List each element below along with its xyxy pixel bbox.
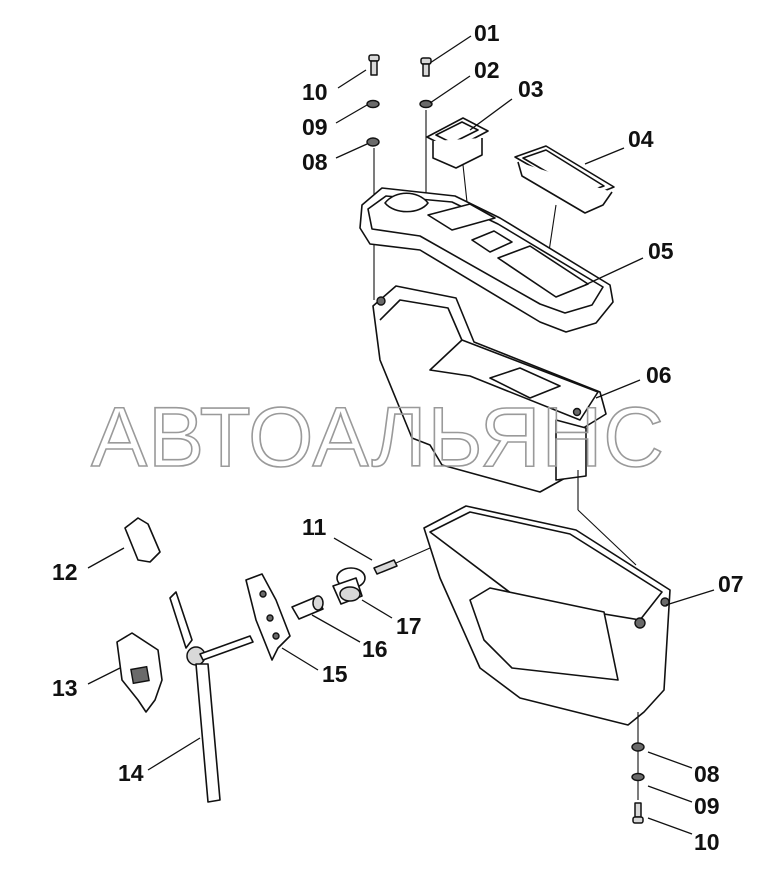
- callout-07: 07: [718, 571, 744, 597]
- callout-05: 05: [648, 238, 674, 264]
- callout-02: 02: [474, 57, 500, 83]
- bolt-left-top: [368, 54, 380, 76]
- nut-bottom: [631, 742, 645, 752]
- handle: [116, 632, 163, 713]
- screw-top: [420, 57, 432, 77]
- bolt-bottom: [632, 802, 644, 824]
- pin: [373, 559, 398, 575]
- callout-14: 14: [118, 760, 144, 786]
- callout-17: 17: [396, 613, 422, 639]
- callout-labels: 01 02 03 04 05 06 07 08 09 10 08 09 10 1…: [52, 20, 744, 855]
- callout-10-top: 10: [302, 79, 328, 105]
- axis-pin: [395, 547, 431, 564]
- callout-08-top: 08: [302, 149, 328, 175]
- washer-bottom: [631, 772, 645, 782]
- console-top-cover: [359, 187, 614, 333]
- nut-left-top: [366, 137, 380, 147]
- callout-08-bottom: 08: [694, 761, 720, 787]
- console-body: [372, 285, 607, 493]
- callout-11: 11: [302, 514, 327, 540]
- callout-15: 15: [322, 661, 348, 687]
- watermark-text: АВТОАЛЬЯНС: [91, 390, 665, 484]
- callout-01: 01: [474, 20, 500, 46]
- bushing: [332, 567, 366, 605]
- callout-03: 03: [518, 76, 544, 102]
- callout-13: 13: [52, 675, 78, 701]
- washer-top: [419, 99, 433, 109]
- callout-04: 04: [628, 126, 654, 152]
- washer-left-top: [366, 99, 380, 109]
- storage-tray: [514, 145, 615, 214]
- leader-lines: [87, 35, 715, 835]
- callout-16: 16: [362, 636, 388, 662]
- side-bin: [423, 505, 671, 726]
- knob-cap: [124, 517, 161, 563]
- sleeve: [291, 595, 324, 620]
- callout-12: 12: [52, 559, 78, 585]
- axis-body-to-bin-2: [577, 509, 637, 566]
- callout-09-top: 09: [302, 114, 328, 140]
- callout-09-bottom: 09: [694, 793, 720, 819]
- callout-06: 06: [646, 362, 672, 388]
- bracket: [245, 573, 291, 661]
- switch-insert: [426, 117, 489, 169]
- lever: [169, 591, 254, 803]
- callout-10-bottom: 10: [694, 829, 720, 855]
